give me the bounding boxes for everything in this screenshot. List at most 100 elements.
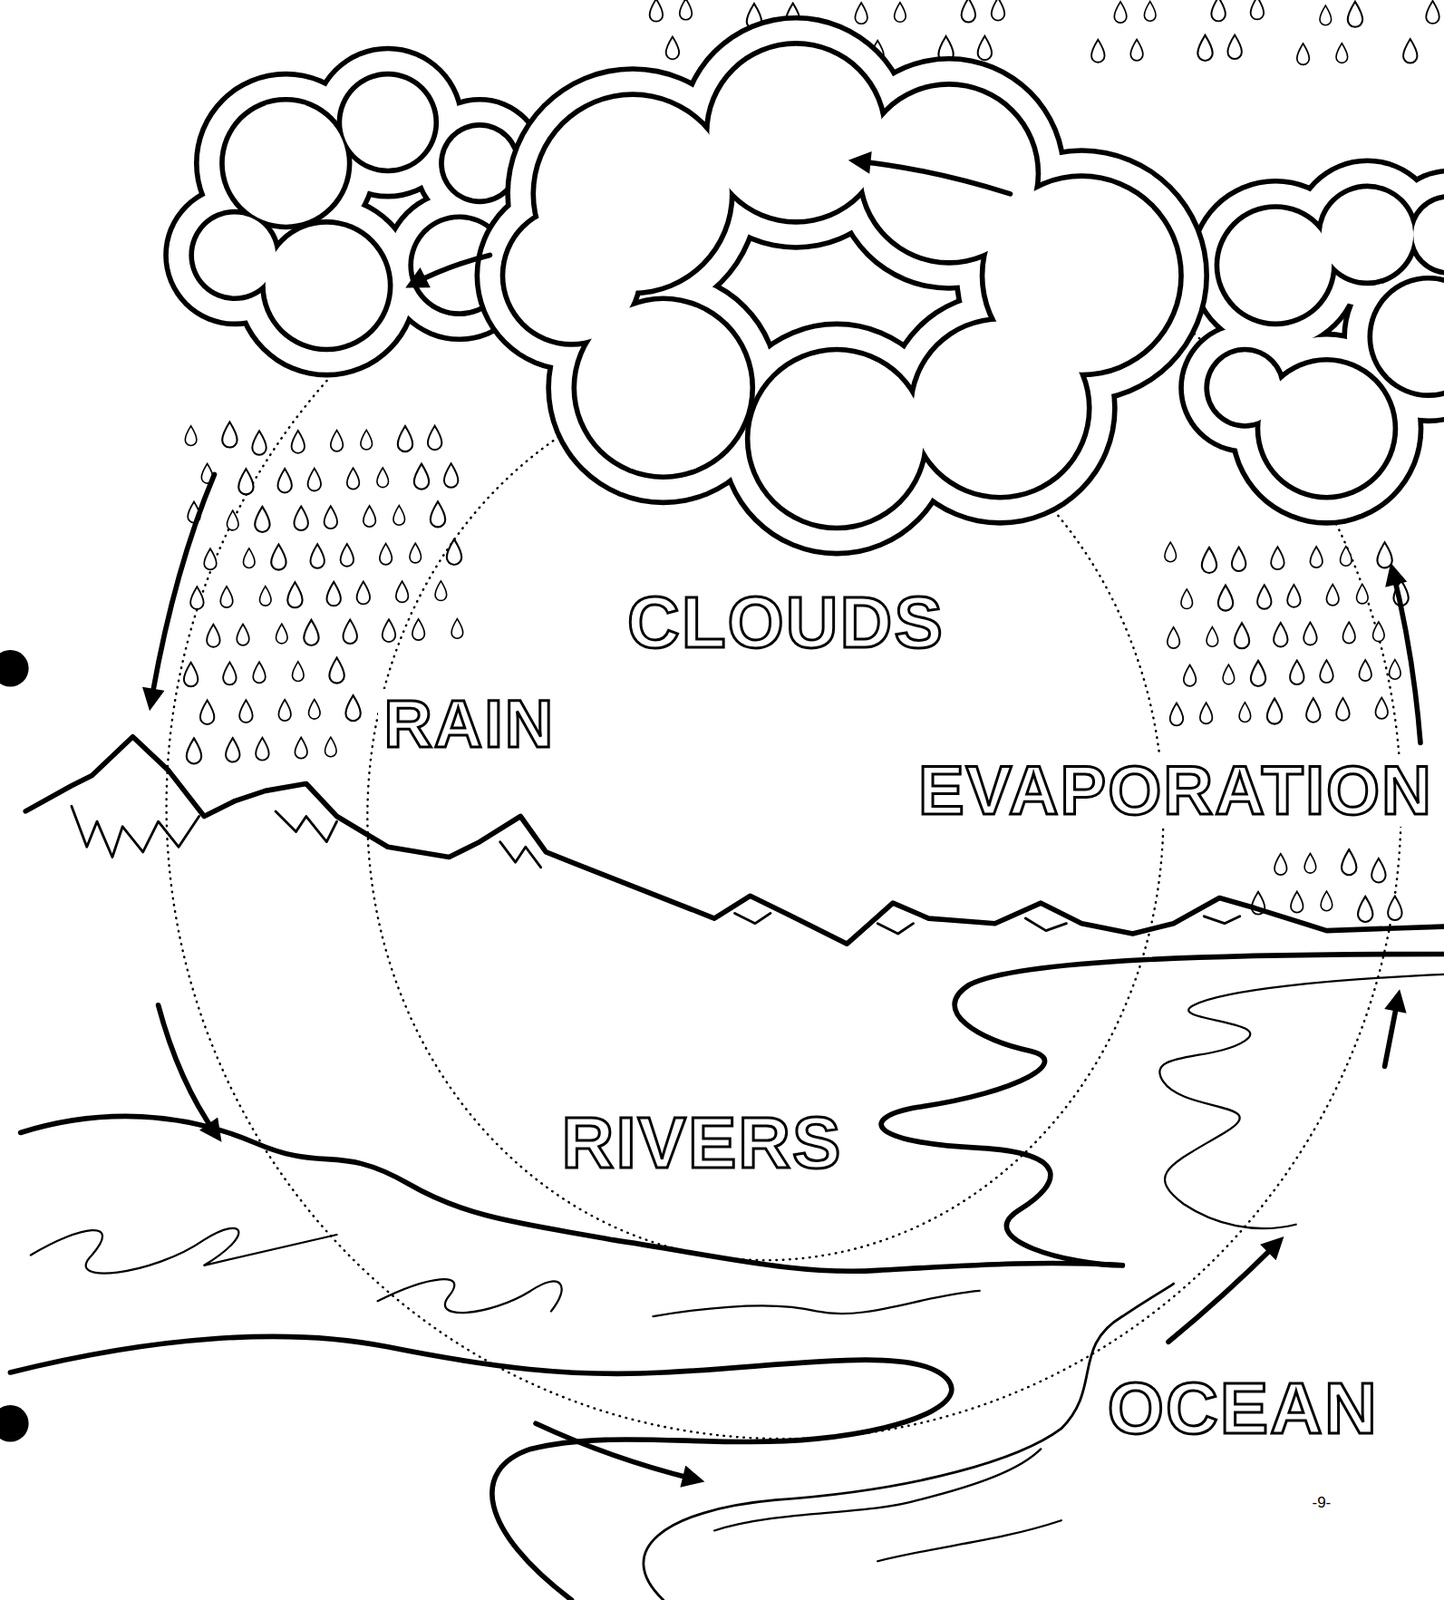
rain-drop	[1239, 702, 1251, 723]
rain-drop	[254, 506, 270, 533]
river-bank	[881, 953, 1444, 1265]
rain-drop	[226, 510, 239, 531]
rain-drop	[379, 543, 393, 565]
cloud-puff	[1413, 198, 1444, 271]
rain-drop	[309, 699, 321, 720]
rain-drop	[446, 539, 462, 565]
rain-drop	[236, 624, 250, 646]
rain-drop	[666, 36, 679, 59]
rain-drop	[1425, 0, 1439, 24]
cycle-arrow	[1393, 571, 1421, 743]
rain-drop	[1319, 659, 1333, 683]
rain-drop	[377, 467, 389, 488]
cloud-puff	[1209, 351, 1281, 424]
cloud	[474, 15, 1210, 557]
snow-cap	[275, 811, 338, 843]
rain-drop	[1273, 622, 1288, 647]
rain-drop	[1371, 858, 1386, 882]
rain-drop	[203, 548, 217, 570]
stage-label: RIVERS	[556, 1104, 849, 1182]
rain-drop	[1231, 547, 1246, 572]
wave	[30, 1228, 338, 1274]
rain-drop	[1200, 702, 1213, 724]
rain-drop	[1289, 660, 1304, 685]
cloud-puff	[341, 76, 434, 168]
rain-drop	[1320, 891, 1333, 911]
cloud-layer	[188, 71, 521, 353]
binder-hole	[0, 649, 30, 688]
rain-drop	[1347, 1, 1363, 28]
rain-drop	[409, 542, 422, 563]
rain-drop	[435, 581, 447, 601]
cloud-layer	[1183, 163, 1444, 521]
rain-drop	[242, 548, 255, 569]
rain-drop	[1341, 849, 1357, 875]
cloud-layer	[1203, 184, 1444, 501]
rain-drop	[1403, 38, 1417, 63]
rain-drop	[206, 624, 220, 648]
cycle-arrow	[151, 474, 215, 702]
rain-drop	[854, 2, 868, 24]
rain-drop	[412, 619, 426, 640]
cloud-layer	[500, 40, 1184, 531]
rain-drop	[1274, 853, 1288, 875]
cycle-arrow	[857, 161, 1011, 194]
cloud	[163, 46, 546, 378]
rain-drop	[342, 620, 357, 644]
rain-drop	[1340, 546, 1353, 567]
rain-drop	[259, 586, 272, 607]
snow-cap	[500, 842, 542, 868]
snow-cap	[1203, 916, 1240, 924]
clouds	[163, 15, 1444, 557]
rain-drop	[255, 737, 269, 761]
rain-drop	[325, 736, 338, 757]
rain-drop	[200, 699, 214, 724]
rain-drop	[396, 581, 409, 602]
water-line	[1159, 974, 1444, 1229]
rain-drop	[1287, 584, 1300, 608]
rain-drop	[1234, 622, 1250, 649]
rain-drop	[360, 429, 373, 450]
rain-drop	[357, 581, 370, 605]
rain-drop	[1319, 5, 1332, 26]
cloud-layer	[1178, 157, 1444, 525]
rain-drop	[190, 586, 204, 610]
rain-drops	[184, 0, 1440, 922]
rain-drop	[1183, 665, 1197, 687]
river-bank	[643, 1283, 1174, 1600]
rain-drop	[271, 544, 286, 571]
rain-drop	[1257, 584, 1271, 609]
rain-drop	[347, 467, 360, 489]
cloud-puff	[1366, 275, 1444, 398]
rain-drop	[1267, 698, 1282, 725]
stage-label: CLOUDS	[621, 584, 950, 661]
cloud-puff	[193, 213, 276, 296]
snow-cap	[735, 912, 771, 923]
rain-drop	[1309, 546, 1323, 568]
cloud-puff	[708, 46, 882, 220]
rain-drop	[1222, 664, 1235, 685]
rain-drop	[1303, 622, 1317, 646]
rain-drop	[251, 430, 266, 455]
wave	[377, 1279, 563, 1313]
rain-drop	[184, 426, 197, 446]
cloud-puff	[444, 127, 516, 200]
rain-drop	[1114, 1, 1127, 23]
rain-drop	[324, 505, 338, 529]
cloud-puff	[224, 102, 348, 225]
stage-label: OCEAN	[1102, 1370, 1385, 1447]
rain-drop	[363, 505, 377, 527]
rain-drop	[382, 619, 396, 642]
rain-drop	[1181, 589, 1193, 610]
cloud-puff	[260, 219, 393, 352]
rain-drop	[220, 586, 233, 608]
river-bank	[9, 1336, 951, 1600]
rain-drop	[1091, 39, 1105, 63]
cloud-puff	[265, 224, 388, 348]
cloud-puff	[1407, 193, 1444, 276]
rain-drop	[329, 657, 344, 683]
cloud-puff	[1316, 184, 1419, 287]
rain-drop	[222, 421, 237, 447]
snow-cap	[1025, 918, 1067, 931]
cloud-puff	[337, 71, 440, 175]
